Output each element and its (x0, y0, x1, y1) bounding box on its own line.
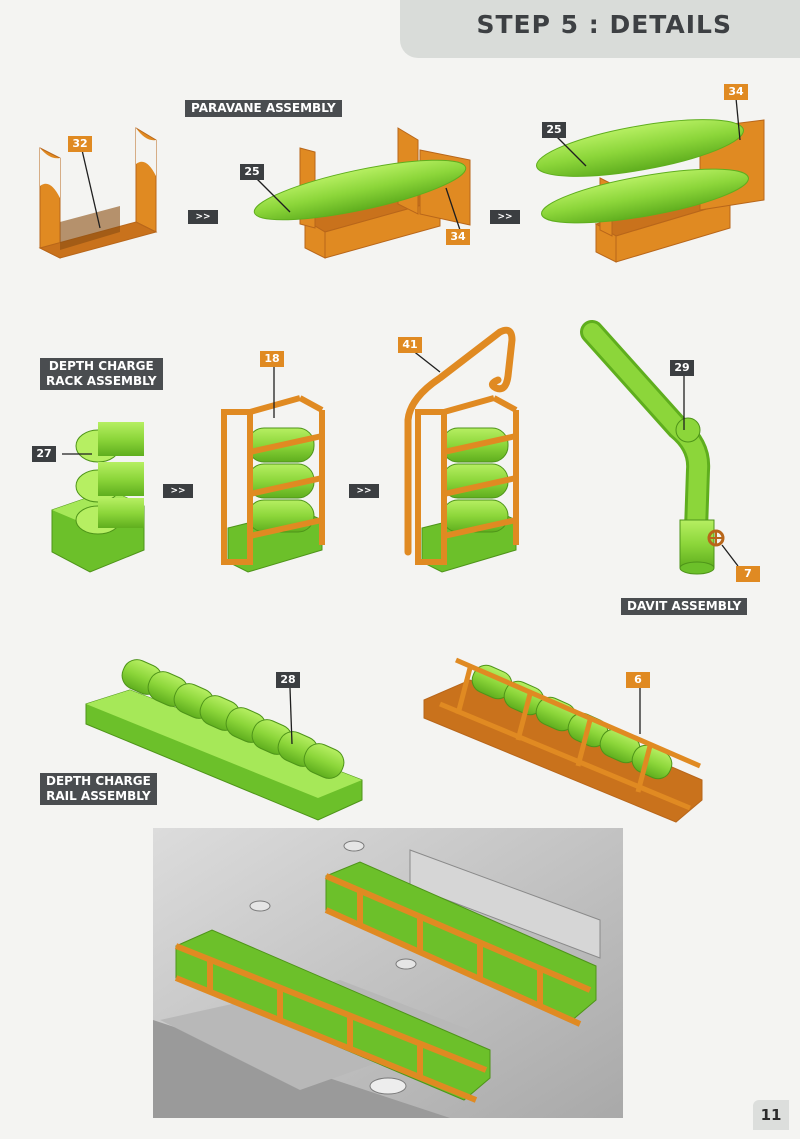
page-number: 11 (753, 1100, 789, 1130)
depth-charge-rack-frame-part-18 (221, 395, 325, 573)
part-callout-6: 6 (626, 672, 650, 688)
part-callout-7: 7 (736, 566, 760, 582)
part-callout-25: 25 (240, 164, 264, 180)
part-callout-34-b: 34 (724, 84, 748, 100)
davit-wheel-part-7 (707, 529, 725, 547)
rack-step-arrow-2: >> (349, 484, 379, 498)
paravane-rack-part-32 (38, 127, 158, 259)
depth-charge-rack-caption: DEPTH CHARGE RACK ASSEMBLY (40, 358, 163, 390)
depth-charge-rack-line2: RACK ASSEMBLY (46, 374, 157, 388)
paravane-rack-step-c (536, 119, 765, 263)
depth-charge-rail-line1: DEPTH CHARGE (46, 774, 151, 788)
part-callout-27: 27 (32, 446, 56, 462)
part-callout-41: 41 (398, 337, 422, 353)
part-callout-25-b: 25 (542, 122, 566, 138)
depth-charge-rack-crane-part-41 (404, 326, 519, 573)
paravane-assembly-label: PARAVANE ASSEMBLY (191, 101, 336, 115)
paravane-step-arrow-1: >> (188, 210, 218, 224)
rack-step-arrow-1: >> (163, 484, 193, 498)
deck-final-view (153, 828, 623, 1118)
part-callout-28: 28 (276, 672, 300, 688)
part-callout-29: 29 (670, 360, 694, 376)
paravane-step-arrow-2: >> (490, 210, 520, 224)
depth-charge-rail-caption: DEPTH CHARGE RAIL ASSEMBLY (40, 773, 157, 805)
step-banner (400, 0, 800, 58)
paravane-assembly-caption: PARAVANE ASSEMBLY (185, 100, 342, 117)
depth-charge-rack-line1: DEPTH CHARGE (48, 359, 154, 373)
depth-charge-rail-part-6 (423, 657, 703, 823)
depth-charge-rail-part-28 (85, 659, 363, 821)
davit-assembly-caption: DAVIT ASSEMBLY (621, 598, 748, 615)
callout-leaders (62, 97, 741, 745)
page-title: STEP 5 : DETAILS (476, 10, 732, 39)
depth-charge-stack-part-27 (51, 422, 145, 573)
paravane-rack-step-b (253, 127, 471, 259)
depth-charge-rail-line2: RAIL ASSEMBLY (46, 789, 151, 803)
part-callout-18: 18 (260, 351, 284, 367)
part-callout-34: 34 (446, 229, 470, 245)
davit-assembly-label: DAVIT ASSEMBLY (627, 599, 742, 613)
part-callout-32: 32 (68, 136, 92, 152)
davit-part-29 (580, 320, 715, 575)
